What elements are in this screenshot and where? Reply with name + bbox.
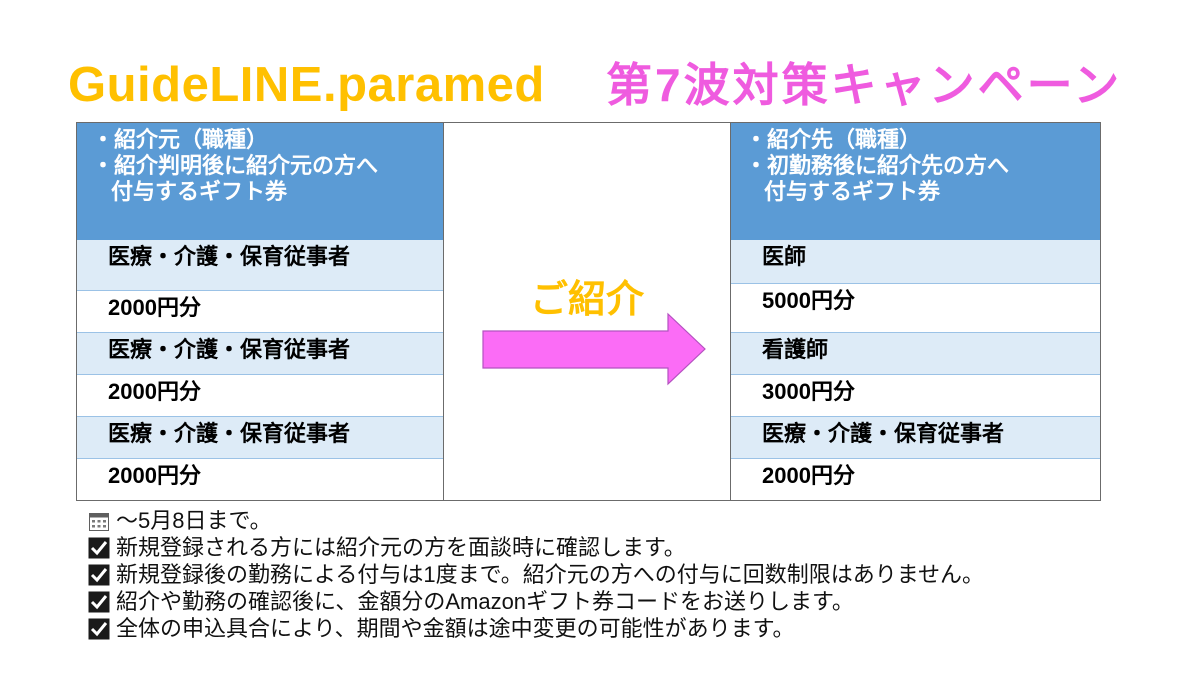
notes-list: ～5月8日まで。 新規登録される方には紹介元の方を面談時に確認します。 新規登録… bbox=[88, 507, 1088, 642]
note-text: 新規登録される方には紹介元の方を面談時に確認します。 bbox=[116, 535, 686, 560]
table-row: 医療・介護・保育従事者 bbox=[77, 416, 443, 458]
note-item: 紹介や勤務の確認後に、金額分のAmazonギフト券コードをお送りします。 bbox=[88, 588, 1088, 615]
header-line: ・初勤務後に紹介先の方へ bbox=[745, 153, 1010, 178]
table-row: 医療・介護・保育従事者 bbox=[731, 416, 1100, 458]
note-item: 新規登録される方には紹介元の方を面談時に確認します。 bbox=[88, 534, 1088, 561]
amount-cell: 2000円分 bbox=[108, 463, 201, 488]
referrer-table-header: ・紹介元（職種） ・紹介判明後に紹介元の方へ 付与するギフト券 bbox=[77, 123, 443, 240]
occupation-cell: 医療・介護・保育従事者 bbox=[108, 337, 351, 362]
header-line: 付与するギフト券 bbox=[111, 179, 288, 204]
referee-table-header: ・紹介先（職種） ・初勤務後に紹介先の方へ 付与するギフト券 bbox=[731, 123, 1100, 240]
checked-box-icon bbox=[88, 564, 110, 585]
note-text: 新規登録後の勤務による付与は1度まで。紹介元の方への付与に回数制限はありません。 bbox=[116, 562, 985, 587]
occupation-cell: 看護師 bbox=[762, 337, 829, 362]
referrer-gift-table: ・紹介元（職種） ・紹介判明後に紹介元の方へ 付与するギフト券 医療・介護・保育… bbox=[76, 122, 444, 501]
amount-cell: 5000円分 bbox=[762, 288, 855, 313]
note-text: 全体の申込具合により、期間や金額は途中変更の可能性があります。 bbox=[116, 616, 795, 641]
amount-cell: 2000円分 bbox=[108, 295, 201, 320]
amount-cell: 2000円分 bbox=[108, 379, 201, 404]
header-line: ・紹介元（職種） bbox=[92, 127, 269, 152]
checked-box-icon bbox=[88, 618, 110, 639]
table-row: 2000円分 bbox=[77, 374, 443, 416]
table-row: 3000円分 bbox=[731, 374, 1100, 416]
right-arrow-icon bbox=[482, 312, 706, 386]
note-item: ～5月8日まで。 bbox=[88, 507, 1088, 534]
occupation-cell: 医療・介護・保育従事者 bbox=[762, 421, 1005, 446]
table-row: 2000円分 bbox=[77, 458, 443, 500]
table-row: 医師 bbox=[731, 240, 1100, 283]
checked-box-icon bbox=[88, 591, 110, 612]
header-line: ・紹介先（職種） bbox=[745, 127, 922, 152]
occupation-cell: 医療・介護・保育従事者 bbox=[108, 244, 351, 269]
note-text: ～5月8日まで。 bbox=[116, 508, 272, 533]
referral-label: ご紹介 bbox=[529, 279, 644, 321]
occupation-cell: 医師 bbox=[762, 244, 807, 269]
note-text: 紹介や勤務の確認後に、金額分のAmazonギフト券コードをお送りします。 bbox=[116, 589, 854, 614]
checked-box-icon bbox=[88, 537, 110, 558]
amount-cell: 2000円分 bbox=[762, 463, 855, 488]
calendar-icon bbox=[89, 512, 109, 531]
table-row: 医療・介護・保育従事者 bbox=[77, 332, 443, 374]
table-row: 2000円分 bbox=[77, 290, 443, 332]
brand-title: GuideLINE.paramed bbox=[68, 58, 545, 112]
referee-gift-table: ・紹介先（職種） ・初勤務後に紹介先の方へ 付与するギフト券 医師 5000円分… bbox=[730, 122, 1101, 501]
amount-cell: 3000円分 bbox=[762, 379, 855, 404]
header-line: ・紹介判明後に紹介元の方へ bbox=[92, 153, 379, 178]
campaign-title: 第7波対策キャンペーン bbox=[606, 59, 1123, 111]
referral-connector bbox=[444, 122, 730, 501]
table-row: 5000円分 bbox=[731, 283, 1100, 332]
header-line: 付与するギフト券 bbox=[764, 179, 941, 204]
note-item: 全体の申込具合により、期間や金額は途中変更の可能性があります。 bbox=[88, 615, 1088, 642]
note-item: 新規登録後の勤務による付与は1度まで。紹介元の方への付与に回数制限はありません。 bbox=[88, 561, 1088, 588]
table-row: 看護師 bbox=[731, 332, 1100, 374]
occupation-cell: 医療・介護・保育従事者 bbox=[108, 421, 351, 446]
table-row: 医療・介護・保育従事者 bbox=[77, 240, 443, 290]
table-row: 2000円分 bbox=[731, 458, 1100, 500]
